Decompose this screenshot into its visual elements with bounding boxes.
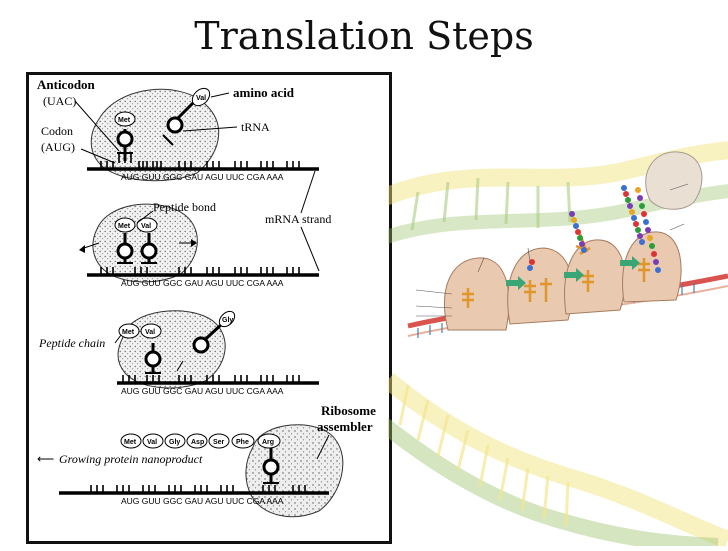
arrow-mrna-up (300, 170, 316, 214)
trna-met-1: Met (114, 111, 136, 163)
stage-2: AUG GUU GGC GAU AGU UUC CGA AAA Met Val … (79, 170, 331, 288)
stage-3: AUG GUU GGC GAU AGU UUC CGA AAA Met Val … (38, 310, 319, 396)
dna-helix-background (373, 141, 728, 551)
label-ribosome: Ribosome (321, 403, 376, 418)
diagram-canvas: AUG GUU GGC GAU AGU UUC CGA AAA Met Val … (37, 77, 376, 518)
arrow-amino-acid (210, 92, 230, 98)
aa-asp-4: Asp (191, 439, 204, 446)
mrna-sequence-2: AUG GUU GGC GAU AGU UUC CGA AAA (121, 278, 284, 288)
arrow-ribosome (316, 434, 330, 460)
aa-val-incoming: Val (196, 95, 206, 102)
aa-met-ellipse-2 (114, 217, 136, 233)
arrowhead-left-2 (79, 245, 85, 253)
trna-illustration (462, 233, 650, 308)
label-anticodon-seq: (UAC) (43, 94, 76, 108)
label-peptide-chain: Peptide chain (38, 336, 105, 350)
arrow-anticodon (74, 100, 120, 152)
arrow-peptide-bond (136, 210, 154, 224)
arrow-trna (182, 126, 238, 132)
trna-pair-2 (116, 233, 158, 264)
mrna-bases-1 (100, 161, 300, 169)
arrow-growing-glyph: ⟵ (37, 452, 54, 466)
aa-val-3: Val (145, 329, 155, 336)
ribosome-3 (117, 310, 226, 389)
aa-val-ellipse-3 (140, 323, 162, 339)
trna-arg-4 (262, 447, 280, 484)
trna-val-incoming: Val (162, 87, 211, 146)
aa-gly-incoming: Gly (222, 317, 233, 324)
mrna-bases-4 (90, 485, 306, 493)
label-codon: Codon (41, 124, 73, 138)
arrow-trna-3 (176, 360, 184, 372)
aa-val-ellipse-2 (136, 217, 158, 233)
aa-met-4: Met (124, 439, 137, 446)
arrow-peptide-chain (114, 334, 122, 344)
page-title: Translation Steps (194, 14, 534, 58)
aa-ser-4: Ser (213, 439, 225, 446)
aa-met-3: Met (122, 329, 135, 336)
aa-phe-4: Phe (236, 439, 249, 446)
aa-gly-4: Gly (169, 439, 180, 446)
translation-steps-diagram: AUG GUU GGC GAU AGU UUC CGA AAA Met Val … (26, 72, 392, 544)
illustration-canvas (373, 141, 728, 551)
arrow-mrna-down (300, 226, 320, 272)
step-arrows (506, 256, 640, 290)
mrna-bases-2 (100, 267, 300, 275)
aa-val-2: Val (141, 223, 151, 230)
protein-chain (120, 433, 281, 449)
stage-1: AUG GUU GGC GAU AGU UUC CGA AAA Met Val … (37, 77, 319, 182)
trna-val-3 (144, 343, 162, 374)
label-codon-seq: (AUG) (41, 140, 75, 154)
mrna-sequence-4: AUG GUU GGC GAU AGU UUC CGA AAA (121, 496, 284, 506)
mrna-sequence-1: AUG GUU GGC GAU AGU UUC CGA AAA (121, 172, 284, 182)
stage-4: AUG GUU GGC GAU AGU UUC CGA AAA Met Val … (37, 403, 376, 518)
label-amino-acid: amino acid (233, 85, 295, 100)
arrow-codon (80, 148, 116, 164)
aa-met-2: Met (118, 223, 131, 230)
label-assembler: assembler (317, 419, 373, 434)
label-trna: tRNA (241, 120, 270, 134)
label-peptide-bond: Peptide bond (153, 200, 216, 214)
mrna-sequence-3: AUG GUU GGC GAU AGU UUC CGA AAA (121, 386, 284, 396)
aa-arg-4: Arg (262, 439, 274, 446)
annotation-lines (415, 183, 689, 317)
arrowhead-right-2 (191, 239, 197, 247)
aa-met-ellipse-3 (118, 323, 140, 339)
aa-met-1: Met (118, 117, 131, 124)
label-mrna-strand: mRNA strand (265, 212, 331, 226)
ribosome-illustration (373, 130, 728, 551)
mrna-bases-3 (122, 375, 300, 383)
ribosomes-illustration (444, 151, 703, 331)
aa-val-4: Val (147, 439, 157, 446)
label-growing-protein: Growing protein nanoproduct (59, 452, 203, 466)
trna-gly-incoming: Gly (192, 310, 236, 354)
label-anticodon: Anticodon (37, 77, 96, 92)
peptide-chains-illustration (527, 185, 661, 273)
